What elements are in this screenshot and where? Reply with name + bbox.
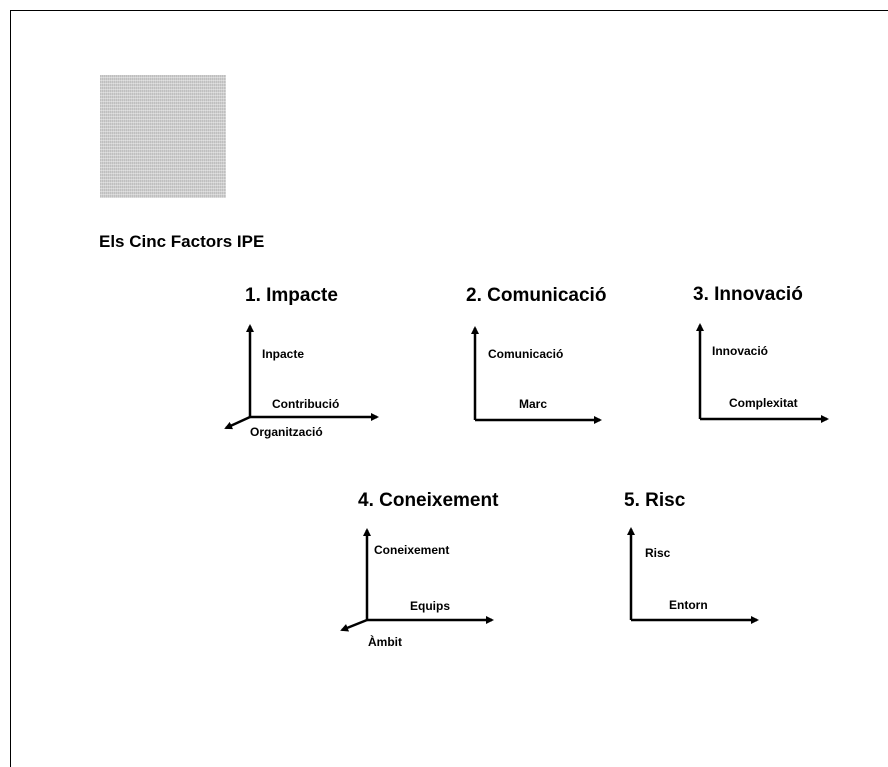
factor-2-heading: 2. Comunicació bbox=[466, 285, 607, 306]
factor-2-horizontal-label: Marc bbox=[519, 397, 548, 411]
factor-4-horizontal-label: Equips bbox=[410, 599, 451, 613]
factor-4-heading: 4. Coneixement bbox=[358, 490, 499, 511]
factor-2-axes bbox=[471, 326, 602, 424]
factor-4-vertical-label: Coneixement bbox=[374, 543, 450, 557]
page-frame bbox=[10, 10, 888, 767]
factor-3-vertical-label: Innovació bbox=[712, 344, 769, 358]
factor-1-diagonal-label: Organització bbox=[250, 425, 323, 439]
factor-5-heading: 5. Risc bbox=[624, 490, 686, 511]
factor-3-horizontal-label: Complexitat bbox=[729, 396, 798, 410]
factor-5-horizontal-label: Entorn bbox=[669, 598, 708, 612]
factor-5-axes bbox=[627, 527, 759, 624]
factor-3-axes bbox=[696, 323, 829, 423]
factor-1-vertical-label: Inpacte bbox=[262, 347, 305, 361]
factor-4-diagonal-label: Àmbit bbox=[368, 635, 402, 649]
factor-5-vertical-label: Risc bbox=[645, 546, 671, 560]
factor-4-axes bbox=[340, 528, 494, 632]
page-title: Els Cinc Factors IPE bbox=[99, 232, 265, 251]
factor-2-vertical-label: Comunicació bbox=[488, 347, 564, 361]
factor-4-diagonal-axis bbox=[340, 618, 368, 632]
factor-1-heading: 1. Impacte bbox=[245, 285, 338, 306]
logo-placeholder bbox=[100, 75, 226, 198]
factor-3-heading: 3. Innovació bbox=[693, 284, 803, 305]
factor-1-horizontal-label: Contribució bbox=[272, 397, 340, 411]
factor-1-axes bbox=[224, 324, 379, 430]
factor-1-diagonal-axis bbox=[224, 415, 251, 430]
